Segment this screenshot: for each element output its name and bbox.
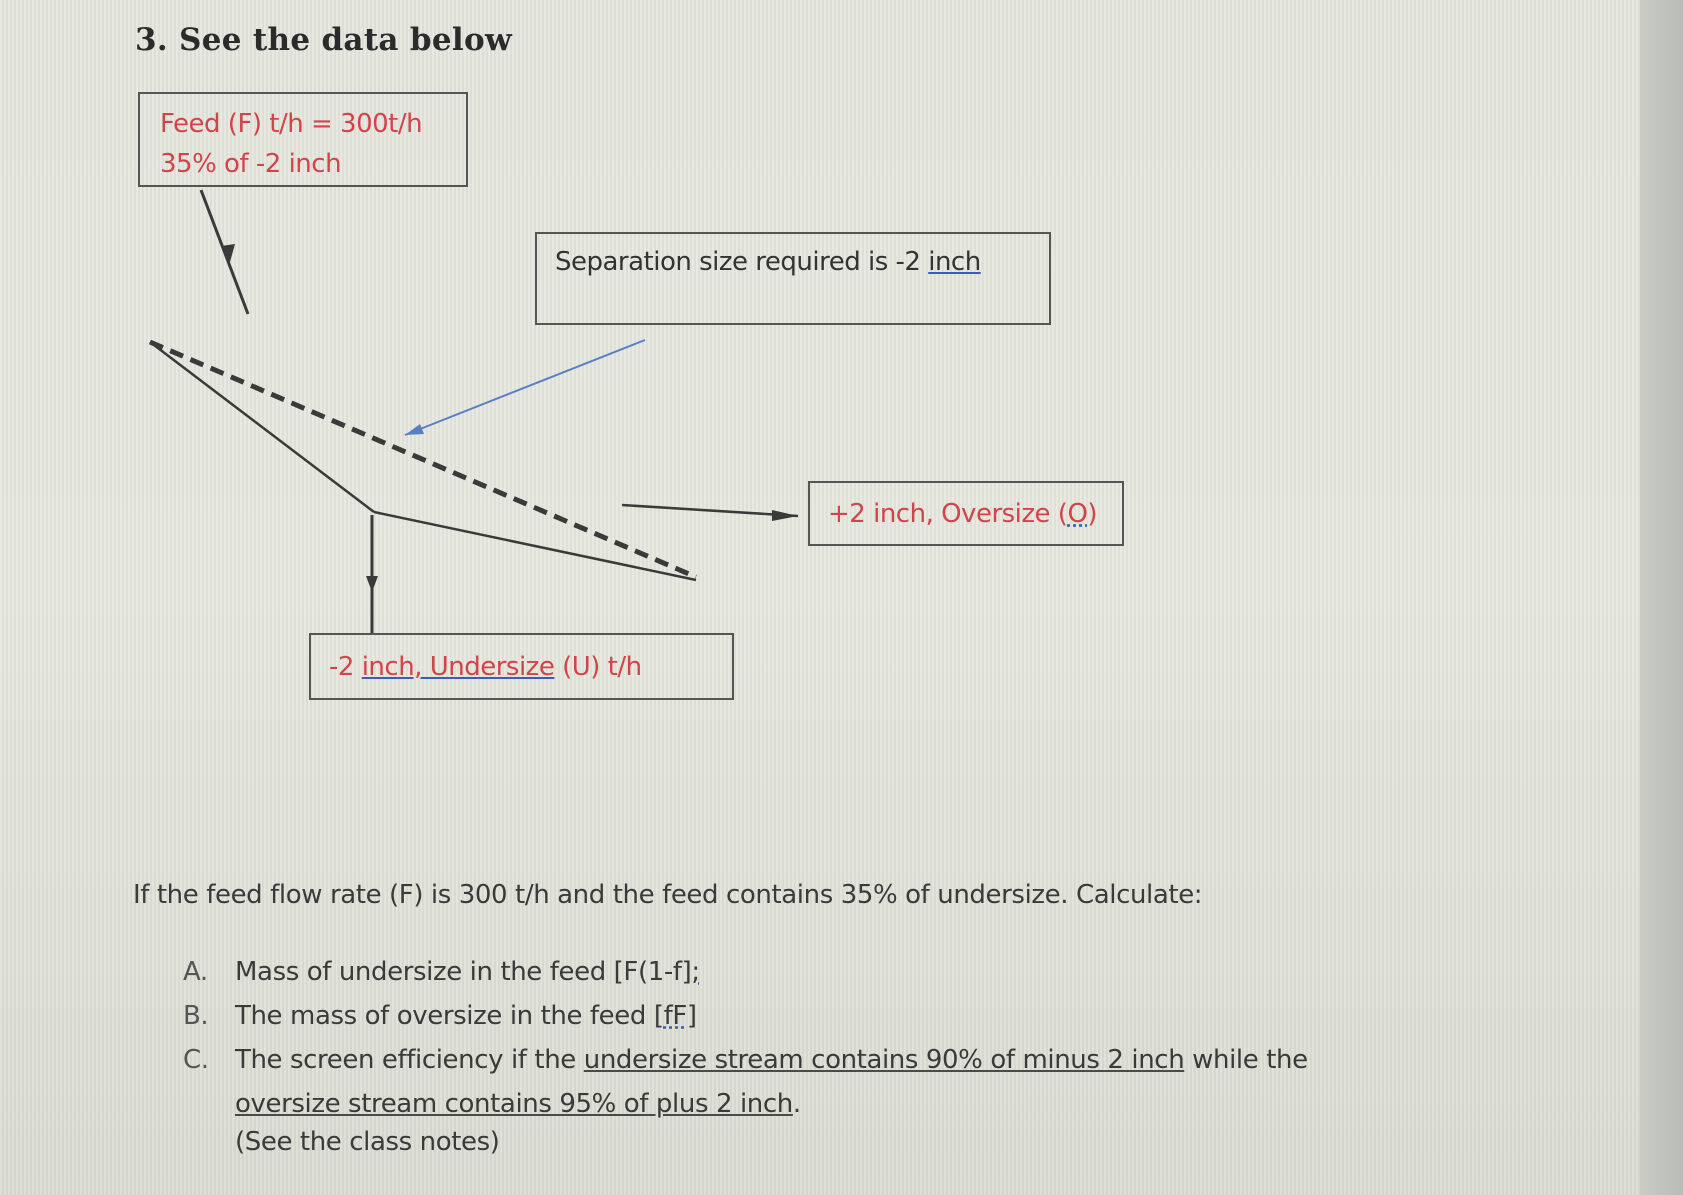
oversize-box: +2 inch, Oversize (O) xyxy=(808,481,1124,546)
item-underlined: fF xyxy=(663,1001,688,1031)
feed-undersize-label: 35% of -2 inch xyxy=(160,149,342,179)
undersize-underlined: inch, Undersize xyxy=(361,652,555,682)
question-heading: 3. See the data below xyxy=(135,22,512,58)
item-marker: A. xyxy=(183,957,208,987)
oversize-symbol: O) xyxy=(1067,499,1098,529)
undersize-prefix: -2 xyxy=(329,652,362,682)
oversize-label: +2 inch, Oversize ( xyxy=(828,499,1068,529)
hopper-left-wall xyxy=(149,341,375,513)
item-underlined-2: oversize stream contains 95% of plus 2 i… xyxy=(235,1089,793,1119)
feed-arrow-head xyxy=(221,244,235,262)
item-tail: ; xyxy=(691,957,700,987)
item-text: Mass of undersize in the feed [F(1-f] xyxy=(235,957,692,987)
separation-pointer xyxy=(404,339,646,436)
hopper-bottom-wall xyxy=(373,510,697,582)
undersize-box: -2 inch, Undersize (U) t/h xyxy=(309,633,734,700)
item-text: The mass of oversize in the feed [ xyxy=(235,1001,664,1031)
question-list: A. Mass of undersize in the feed [F(1-f]… xyxy=(183,950,1415,1126)
item-text-start: The screen efficiency if the xyxy=(235,1045,584,1075)
separation-unit: inch xyxy=(928,247,981,277)
list-item: C. The screen efficiency if the undersiz… xyxy=(183,1038,1415,1126)
oversize-arrow-head xyxy=(772,510,798,521)
list-item: B. The mass of oversize in the feed [fF] xyxy=(183,994,1415,1038)
feed-box: Feed (F) t/h = 300t/h 35% of -2 inch xyxy=(138,92,468,187)
separation-pointer-head xyxy=(405,424,424,435)
feed-rate-label: Feed (F) t/h = 300t/h xyxy=(160,109,423,139)
item-marker: B. xyxy=(183,1001,209,1031)
list-item: A. Mass of undersize in the feed [F(1-f]… xyxy=(183,950,1415,994)
separation-size-label: Separation size required is -2 xyxy=(555,247,929,277)
undersize-suffix: (U) t/h xyxy=(554,652,642,682)
item-marker: C. xyxy=(183,1045,209,1075)
monitor-edge xyxy=(1640,0,1683,1195)
screen-deck xyxy=(149,339,697,580)
item-underlined-1: undersize stream contains 90% of minus 2… xyxy=(583,1045,1185,1075)
undersize-arrow-head xyxy=(366,576,378,592)
separation-size-box: Separation size required is -2 inch xyxy=(535,232,1051,325)
item-text-mid: while the xyxy=(1184,1045,1308,1075)
item-tail: ] xyxy=(686,1001,697,1031)
class-notes-note: (See the class notes) xyxy=(235,1127,500,1157)
item-tail: . xyxy=(792,1089,801,1119)
oversize-arrow xyxy=(621,503,799,518)
question-intro: If the feed flow rate (F) is 300 t/h and… xyxy=(133,880,1203,910)
